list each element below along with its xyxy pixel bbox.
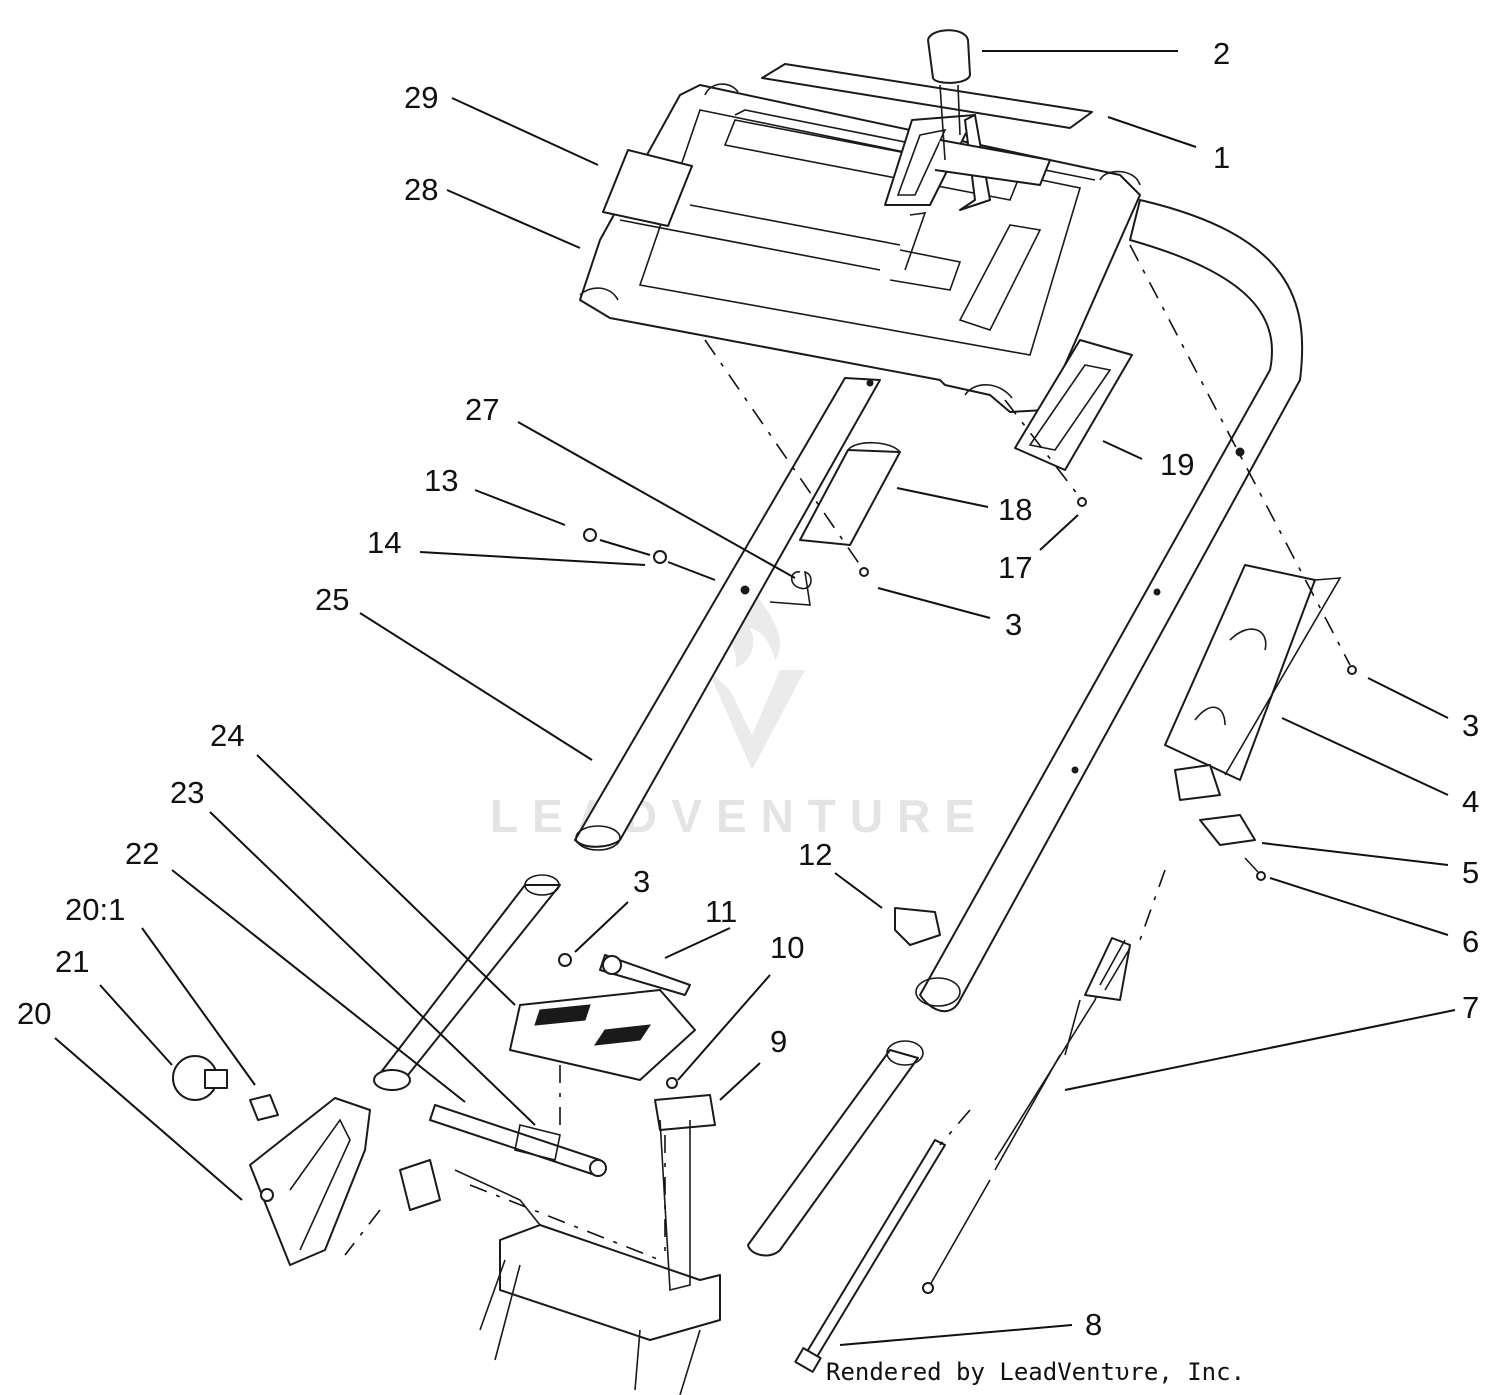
callout-labels: 2 1 29 28 27 13 14 25 18 19 17 3 3 4 5 6… (17, 36, 1479, 1342)
upper-handle (915, 199, 1304, 1013)
callout-20: 20 (17, 996, 51, 1031)
callout-8: 8 (1085, 1307, 1102, 1342)
screw-6 (1244, 857, 1266, 881)
callout-9: 9 (770, 1024, 787, 1059)
plate-19 (1014, 339, 1133, 471)
callout-5: 5 (1462, 855, 1479, 890)
callout-28: 28 (404, 172, 438, 207)
clamp-12 (894, 907, 941, 946)
callout-3-lower: 3 (633, 864, 650, 899)
spacer-9 (654, 1094, 716, 1131)
callout-29: 29 (404, 80, 438, 115)
assembly-lines (344, 244, 1351, 1261)
callout-3-screw: 3 (1005, 607, 1022, 642)
cable-7 (922, 937, 1131, 1294)
callout-20-1: 20:1 (65, 892, 125, 927)
deck-frame (399, 1119, 721, 1395)
clip-5 (1199, 814, 1256, 846)
callout-22: 22 (125, 836, 159, 871)
callout-10: 10 (770, 930, 804, 965)
callout-7: 7 (1462, 990, 1479, 1025)
bolt-11 (599, 954, 691, 996)
callout-11: 11 (705, 894, 737, 929)
callout-24: 24 (210, 718, 244, 753)
lower-tube (373, 874, 561, 1091)
callout-21: 21 (55, 944, 89, 979)
callout-17: 17 (998, 550, 1032, 585)
watermark-text: LEADVENTURE (490, 790, 989, 842)
washer-14 (599, 539, 716, 581)
callout-25: 25 (315, 582, 349, 617)
screws-3 (558, 497, 1357, 967)
leadventure-watermark: LEADVENTURE (490, 575, 989, 842)
bushing-20-1 (249, 1094, 279, 1121)
nut-13 (583, 528, 597, 542)
control-panel (579, 83, 1141, 413)
screw-10 (666, 1077, 678, 1089)
callout-2: 2 (1213, 36, 1230, 71)
callout-19: 19 (1160, 447, 1194, 482)
spring-23 (514, 1124, 561, 1161)
decal-1 (761, 63, 1093, 186)
callout-4: 4 (1462, 784, 1479, 819)
pin-27 (769, 570, 812, 606)
callout-1: 1 (1213, 140, 1230, 175)
knob-21 (172, 1055, 228, 1101)
callout-3-bracket: 3 (1462, 708, 1479, 743)
callout-14: 14 (367, 525, 401, 560)
cover-18 (799, 441, 901, 546)
bracket-24 (509, 989, 696, 1081)
watermark-v-icon (708, 670, 805, 770)
bolt-22 (429, 1104, 607, 1177)
housing-20 (249, 1097, 371, 1266)
callout-6: 6 (1462, 924, 1479, 959)
callout-13: 13 (424, 463, 458, 498)
callout-27: 27 (465, 392, 499, 427)
lower-handle (747, 1040, 924, 1257)
leader-lines (54, 50, 1456, 1346)
rendered-by-credit: Rendered by LeadVentυre, Inc. (826, 1358, 1245, 1386)
callout-12: 12 (798, 837, 832, 872)
shift-knob (927, 29, 971, 161)
handle-tube-25 (574, 377, 881, 851)
callout-18: 18 (998, 492, 1032, 527)
callout-23: 23 (170, 775, 204, 810)
bracket-4 (1164, 564, 1342, 801)
